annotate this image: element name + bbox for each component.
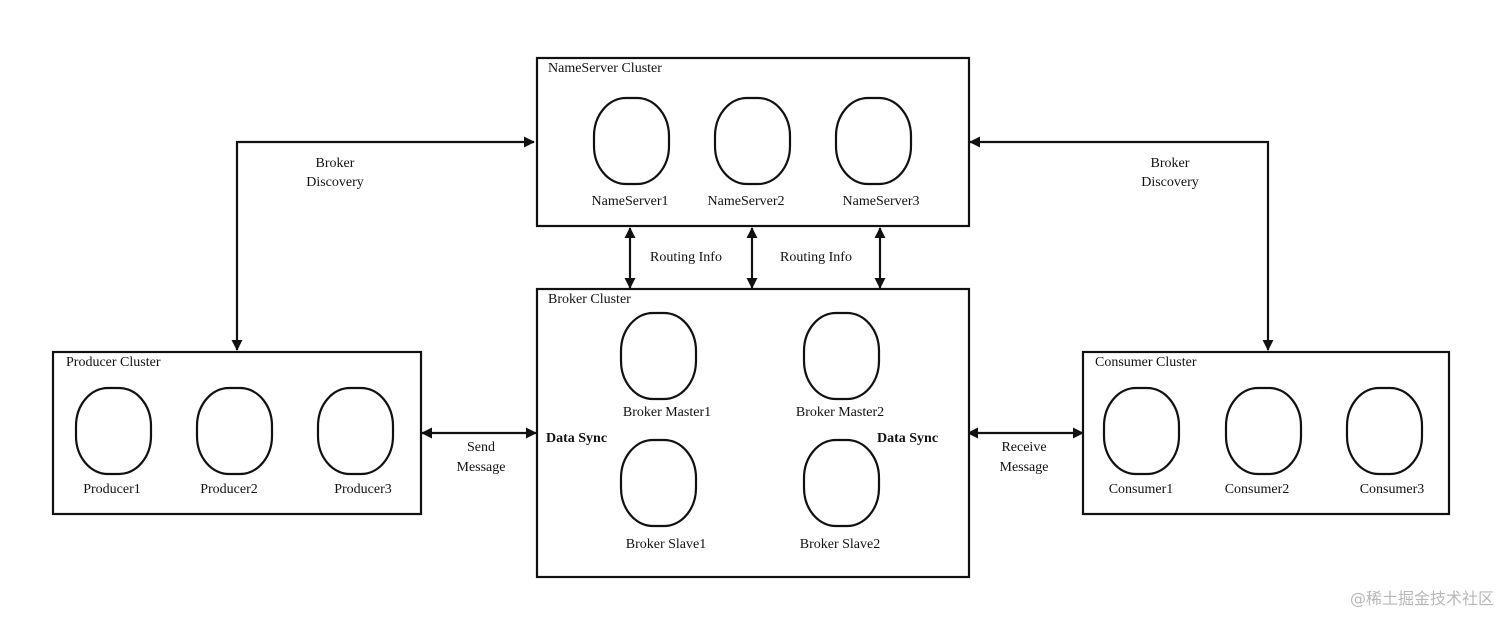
broker-master1-node bbox=[619, 311, 698, 401]
consumer-cluster: Consumer Cluster Consumer1 Consumer2 Con… bbox=[1081, 350, 1451, 516]
send-message-label-line2: Message bbox=[457, 460, 506, 475]
consumer-label-1: Consumer1 bbox=[1109, 482, 1174, 497]
broker-slave2-node bbox=[802, 438, 881, 528]
producer-node-1 bbox=[74, 386, 153, 476]
broker-discovery-right-label-line1: Broker bbox=[1151, 156, 1190, 171]
broker-slave2-label: Broker Slave2 bbox=[800, 537, 880, 552]
consumer-label-3: Consumer3 bbox=[1360, 482, 1425, 497]
producer-cluster: Producer Cluster Producer1 Producer2 Pro… bbox=[51, 350, 423, 516]
data-sync-right-label: Data Sync bbox=[877, 431, 938, 446]
producer-label-2: Producer2 bbox=[200, 482, 258, 497]
consumer-node-3 bbox=[1345, 386, 1424, 476]
nameserver-label-1: NameServer1 bbox=[592, 194, 669, 209]
consumer-node-2 bbox=[1224, 386, 1303, 476]
consumer-label-2: Consumer2 bbox=[1225, 482, 1290, 497]
producer-label-1: Producer1 bbox=[83, 482, 141, 497]
broker-discovery-left-label-line1: Broker bbox=[316, 156, 355, 171]
broker-cluster: Broker Cluster Broker Master1 Broker Mas… bbox=[535, 287, 971, 579]
producer-node-2 bbox=[195, 386, 274, 476]
routing-info-label-left: Routing Info bbox=[650, 250, 722, 265]
broker-master2-label: Broker Master2 bbox=[796, 405, 884, 420]
producer-cluster-title: Producer Cluster bbox=[66, 355, 161, 370]
broker-discovery-left-edge bbox=[231, 136, 535, 351]
nameserver-cluster-title: NameServer Cluster bbox=[548, 61, 662, 76]
data-sync-left-label: Data Sync bbox=[546, 431, 607, 446]
producer-node-3 bbox=[316, 386, 395, 476]
routing-info-label-right: Routing Info bbox=[780, 250, 852, 265]
broker-master1-label: Broker Master1 bbox=[623, 405, 711, 420]
nameserver-cluster: NameServer Cluster NameServer1 NameServe… bbox=[535, 56, 971, 228]
consumer-node-1 bbox=[1102, 386, 1181, 476]
nameserver-node-1 bbox=[592, 96, 671, 186]
broker-discovery-right-edge bbox=[969, 136, 1274, 351]
nameserver-node-2 bbox=[713, 96, 792, 186]
consumer-cluster-title: Consumer Cluster bbox=[1095, 355, 1197, 370]
broker-master2-node bbox=[802, 311, 881, 401]
receive-message-label-line2: Message bbox=[1000, 460, 1049, 475]
nameserver-label-2: NameServer2 bbox=[708, 194, 785, 209]
broker-discovery-right-label-line2: Discovery bbox=[1141, 175, 1199, 190]
broker-cluster-title: Broker Cluster bbox=[548, 292, 631, 307]
nameserver-node-3 bbox=[834, 96, 913, 186]
broker-discovery-left-label-line2: Discovery bbox=[306, 175, 364, 190]
watermark-text: @稀土掘金技术社区 bbox=[1350, 589, 1494, 608]
broker-slave1-node bbox=[619, 438, 698, 528]
send-message-label-line1: Send bbox=[467, 440, 495, 455]
producer-label-3: Producer3 bbox=[334, 482, 392, 497]
broker-slave1-label: Broker Slave1 bbox=[626, 537, 706, 552]
receive-message-label-line1: Receive bbox=[1001, 440, 1046, 455]
nameserver-label-3: NameServer3 bbox=[843, 194, 920, 209]
